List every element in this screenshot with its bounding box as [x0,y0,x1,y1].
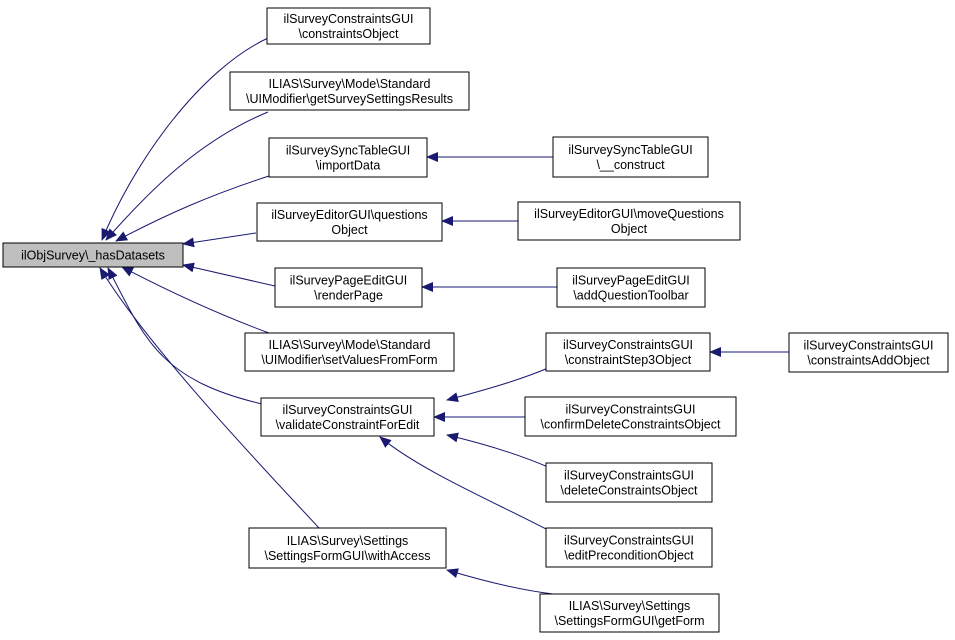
edge-n6-to-root [121,266,270,334]
node-box [524,396,737,437]
node-box [517,201,741,241]
edge-n16-to-n8 [446,568,554,595]
node-label-line: \constraintStep3Object [565,353,692,367]
node-box [274,267,423,308]
node-label-line: ilSurveyConstraintsGUI [563,338,693,352]
node-label-line: ilSurveyConstraintsGUI [564,469,694,483]
graph-node[interactable]: ilSurveySyncTableGUI\__construct [552,136,709,178]
node-label-line: \SettingsFormGUI\withAccess [264,549,430,563]
node-box [268,137,428,178]
node-label-line: \UIModifier\getSurveySettingsResults [246,92,453,106]
node-box [260,397,435,437]
edges [99,37,790,595]
graph-node[interactable]: ilSurveyPageEditGUI\addQuestionToolbar [556,267,706,308]
node-label-line: ilSurveySyncTableGUI [568,143,692,157]
node-label-line: ilSurveyConstraintsGUI [284,12,414,26]
graph-node[interactable]: ILIAS\Survey\Mode\Standard\UIModifier\se… [244,332,455,372]
edge-n1-to-root [101,37,269,241]
node-box [256,202,443,242]
edge-n8-to-root [99,267,320,529]
node-label-line: ilSurveyConstraintsGUI [804,339,934,353]
node-label-line: \validateConstraintForEdit [276,418,420,432]
node-label-line: \SettingsFormGUI\getForm [554,614,704,628]
node-box [244,332,455,372]
edge-n5-to-root [182,262,276,287]
node-label-line: \UIModifier\setValuesFromForm [261,353,437,367]
graph-node[interactable]: ILIAS\Survey\Settings\SettingsFormGUI\wi… [248,527,447,569]
node-box [2,242,184,268]
node-label-line: ILIAS\Survey\Mode\Standard [269,338,431,352]
graph-node[interactable]: ilSurveyConstraintsGUI\confirmDeleteCons… [524,396,737,437]
node-label-line: \deleteConstraintsObject [561,484,698,498]
edge-n3-to-root [115,174,273,242]
node-label-line: ilSurveyEditorGUI\questions [271,208,427,222]
node-label-line: \editPreconditionObject [564,549,694,563]
node-label-line: \__construct [596,158,665,172]
node-box [788,332,949,373]
node-label-line: ilSurveyPageEditGUI [572,274,689,288]
node-box [545,462,713,503]
graph-node[interactable]: ilSurveySyncTableGUI\importData [268,137,428,178]
node-label-line: \constraintsAddObject [807,354,930,368]
graph-node[interactable]: ilSurveyPageEditGUI\renderPage [274,267,423,308]
node-label-line: ilSurveyPageEditGUI [290,274,407,288]
graph-node[interactable]: ilSurveyConstraintsGUI\constraintsObject [266,7,431,45]
graph-node[interactable]: ilSurveyConstraintsGUI\constraintStep3Ob… [545,332,711,372]
node-label-line: Object [331,223,368,237]
node-label-line: ilSurveySyncTableGUI [286,144,410,158]
edge-n2-to-root [105,111,269,241]
node-label-line: \addQuestionToolbar [573,289,688,303]
node-box [229,71,470,111]
node-box [248,527,447,569]
node-label-line: ILIAS\Survey\Settings [287,534,409,548]
node-label-line: ILIAS\Survey\Settings [569,599,691,613]
edge-n14-to-n7 [446,432,549,468]
node-label-line: \importData [316,159,381,173]
edge-n4-to-root [182,232,257,248]
node-label-line: ilSurveyConstraintsGUI [566,403,696,417]
node-box [545,527,713,568]
node-label-line: ilSurveyConstraintsGUI [283,403,413,417]
node-label-line: \constraintsObject [298,27,399,41]
graph-node[interactable]: ilSurveyConstraintsGUI\deleteConstraints… [545,462,713,503]
node-box [266,7,431,45]
graph-node[interactable]: ilSurveyConstraintsGUI\validateConstrain… [260,397,435,437]
node-label-line: ilSurveyConstraintsGUI [564,534,694,548]
edge-n7-to-root [107,267,263,405]
node-box [552,136,709,178]
edge-n15-to-n7 [379,436,549,531]
graph-node-root[interactable]: ilObjSurvey\_hasDatasets [2,242,184,268]
node-label-line: \confirmDeleteConstraintsObject [541,418,721,432]
edge-n12-to-n7 [446,367,549,403]
graph-node[interactable]: ILIAS\Survey\Mode\Standard\UIModifier\ge… [229,71,470,111]
node-label-line: ilObjSurvey\_hasDatasets [21,249,165,263]
node-label-line: \renderPage [314,289,383,303]
node-label-line: ILIAS\Survey\Mode\Standard [269,77,431,91]
node-label-line: Object [611,222,648,236]
node-box [545,332,711,372]
node-box [556,267,706,308]
node-box [539,593,720,633]
graph-node[interactable]: ilSurveyConstraintsGUI\editPreconditionO… [545,527,713,568]
graph-node[interactable]: ilSurveyConstraintsGUI\constraintsAddObj… [788,332,949,373]
graph-node[interactable]: ILIAS\Survey\Settings\SettingsFormGUI\ge… [539,593,720,633]
node-label-line: ilSurveyEditorGUI\moveQuestions [534,207,724,221]
nodes: ilObjSurvey\_hasDatasets ilSurveyConstrai… [2,7,949,633]
